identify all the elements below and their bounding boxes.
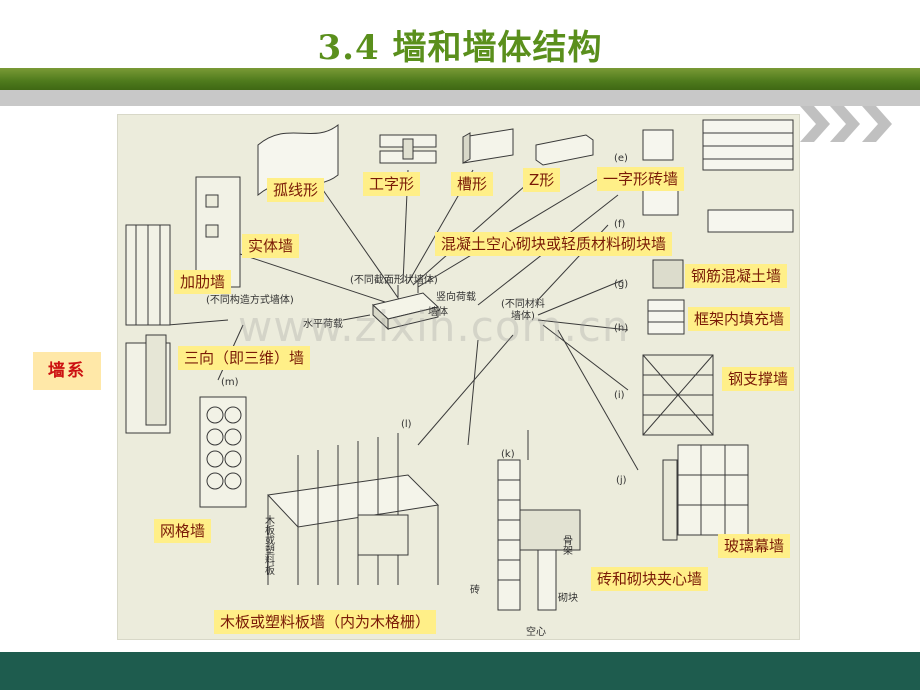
- label-i: (i): [614, 390, 625, 401]
- wall-system-label: 墙系: [33, 352, 101, 390]
- label-m: (m): [221, 377, 239, 388]
- label-ribbed: 加肋墙: [174, 270, 232, 294]
- label-k: (k): [501, 449, 515, 460]
- label-concrete-block: 混凝土空心砌块或轻质材料砌块墙: [435, 232, 673, 256]
- label-z-shape: Z形: [523, 168, 561, 192]
- label-glass-curtain: 玻璃幕墙: [718, 534, 791, 558]
- header-bar-gray: [0, 90, 920, 106]
- label-curved: 孤线形: [267, 178, 325, 202]
- horizontal-load-text: 水平荷载: [303, 318, 343, 330]
- label-i-shape: 工字形: [363, 172, 421, 196]
- right-group-text-1: (不同材料: [501, 297, 545, 310]
- vertical-load-text: 竖向荷载: [436, 290, 476, 303]
- brick-text: 砖: [470, 583, 480, 596]
- label-frame-infill: 框架内填充墙: [688, 307, 791, 331]
- label-channel: 槽形: [451, 172, 494, 196]
- hollow-text: 空心: [526, 625, 546, 638]
- label-j: (j): [616, 475, 627, 486]
- frame-text: 骨架: [561, 535, 573, 556]
- label-wood-board: 木板或塑料板墙（内为木格栅）: [214, 610, 437, 634]
- page-title: 3.4 墙和墙体结构: [317, 28, 603, 68]
- label-solid: 实体墙: [242, 234, 300, 258]
- header-bar-green: [0, 68, 920, 90]
- left-group-text: (不同构造方式墙体): [206, 293, 294, 306]
- footer-bar: [0, 652, 920, 690]
- wood-vertical-text: 木板或塑料板: [263, 515, 275, 576]
- label-rc-wall: 钢筋混凝土墙: [685, 264, 788, 288]
- label-three-d: 三向（即三维）墙: [178, 346, 311, 370]
- right-group-text-2: 墙体): [511, 309, 535, 322]
- label-f: (f): [614, 219, 625, 230]
- label-h: (h): [614, 323, 628, 334]
- label-steel-brace: 钢支撑墙: [722, 367, 795, 391]
- label-sandwich: 砖和砌块夹心墙: [591, 567, 709, 591]
- center-top-text: (不同截面形状墙体): [350, 273, 438, 286]
- wall-system-figure: (不同截面形状墙体) 竖向荷载 水平荷载 墙体 (不同构造方式墙体) (不同材料…: [117, 114, 800, 640]
- watermark-text: www.zixin.com.cn: [238, 302, 630, 351]
- center-wall-text: 墙体: [428, 305, 448, 318]
- label-e: (e): [614, 153, 628, 164]
- chevron-arrows-icon: [800, 106, 892, 142]
- label-straight-brick: 一字形砖墙: [597, 167, 685, 191]
- label-lattice: 网格墙: [154, 519, 212, 543]
- block-text: 砌块: [558, 592, 578, 604]
- label-l: (l): [401, 419, 412, 430]
- wall-diagram-drawing: (不同截面形状墙体) 竖向荷载 水平荷载 墙体 (不同构造方式墙体) (不同材料…: [125, 119, 794, 638]
- label-g: (g): [614, 279, 628, 290]
